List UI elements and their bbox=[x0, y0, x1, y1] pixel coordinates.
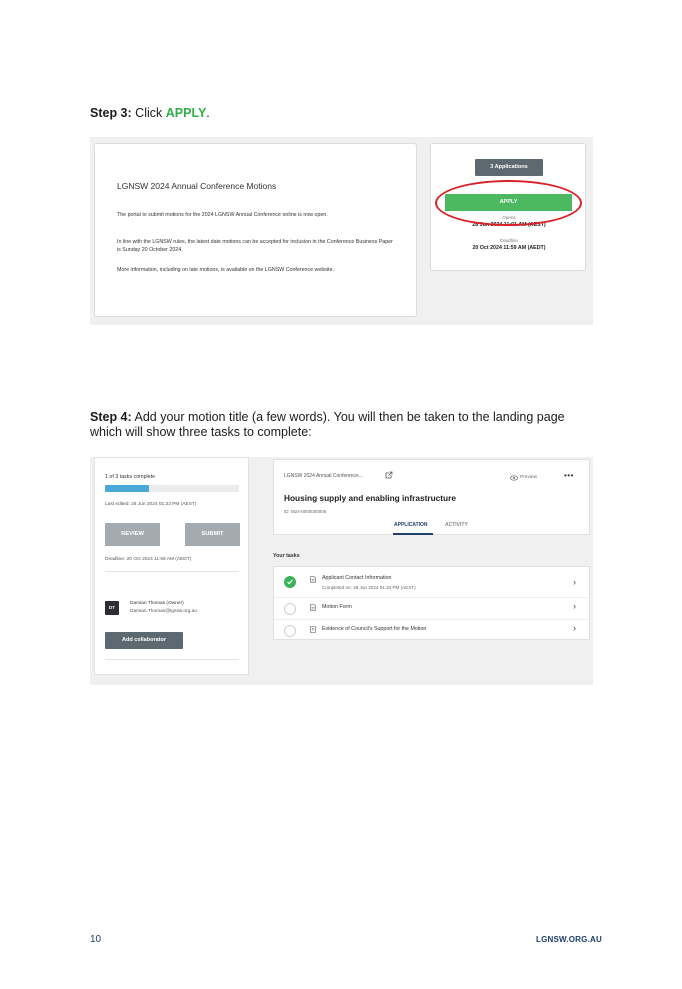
more-options-icon[interactable]: ••• bbox=[564, 471, 574, 480]
chevron-right-icon: › bbox=[573, 623, 576, 633]
progress-bar bbox=[105, 485, 239, 492]
chevron-right-icon: › bbox=[573, 577, 576, 587]
task-completed-date: Completed on: 28 Jun 2024 01:33 PM (AEST… bbox=[322, 585, 416, 590]
upload-document-icon bbox=[310, 626, 316, 633]
task-label: Evidence of Council's Support for the Mo… bbox=[322, 626, 427, 632]
step-3-heading: Step 3: Click APPLY. bbox=[90, 106, 210, 121]
step-4-text: Add your motion title (a few words). You… bbox=[90, 410, 565, 439]
task-divider bbox=[274, 597, 591, 598]
preview-link[interactable]: Preview bbox=[520, 475, 538, 480]
info-paragraph-1: The portal to submit motions for the 202… bbox=[117, 212, 328, 218]
add-collaborator-button[interactable]: Add collaborator bbox=[105, 632, 183, 649]
owner-name: Damian Thomas (Owner) bbox=[130, 601, 184, 606]
motion-id: ID: M24-0000000006 bbox=[284, 509, 327, 514]
chevron-right-icon: › bbox=[573, 601, 576, 611]
conference-info-card: LGNSW 2024 Annual Conference Motions The… bbox=[94, 143, 417, 317]
card-title: LGNSW 2024 Annual Conference Motions bbox=[117, 181, 277, 191]
breadcrumb[interactable]: LGNSW 2024 Annual Conference... bbox=[284, 473, 363, 479]
landing-page-screenshot: 1 of 3 tasks complete Last edited: 28 Ju… bbox=[90, 457, 593, 685]
deadline-value: 20 Oct 2024 11:59 AM (AEDT) bbox=[472, 245, 546, 251]
task-row[interactable]: Evidence of Council's Support for the Mo… bbox=[274, 620, 591, 640]
task-label: Applicant Contact Information bbox=[322, 575, 392, 581]
progress-fill bbox=[105, 485, 150, 492]
step-4-label: Step 4: bbox=[90, 410, 132, 424]
page-number: 10 bbox=[90, 934, 102, 945]
task-divider bbox=[274, 619, 591, 620]
document-icon bbox=[310, 576, 316, 583]
task-label: Motion Form bbox=[322, 604, 352, 610]
submit-button[interactable]: SUBMIT bbox=[185, 523, 240, 546]
owner-email: Damian.Thomas@lgnsw.org.au bbox=[130, 609, 197, 614]
your-tasks-heading: Your tasks bbox=[273, 553, 300, 559]
deadline-label: Deadline bbox=[500, 238, 518, 243]
step-3-label: Step 3: bbox=[90, 106, 132, 120]
step-4-heading: Step 4: Add your motion title (a few wor… bbox=[90, 410, 590, 440]
review-button[interactable]: REVIEW bbox=[105, 523, 160, 546]
sidebar-deadline: Deadline: 20 Oct 2024 11:59 AM (AEDT) bbox=[105, 557, 192, 562]
incomplete-circle-icon bbox=[284, 625, 296, 637]
avatar: DT bbox=[105, 601, 119, 615]
last-edited-text: Last edited: 28 Jun 2024 01:33 PM (AEST) bbox=[105, 502, 197, 507]
highlight-ring bbox=[435, 180, 582, 226]
website-url[interactable]: LGNSW.ORG.AU bbox=[536, 935, 602, 944]
step-3-period: . bbox=[206, 106, 210, 120]
eye-icon bbox=[510, 475, 518, 481]
step-3-text: Click bbox=[135, 106, 163, 120]
tab-application[interactable]: APPLICATION bbox=[394, 522, 428, 528]
sidebar-divider bbox=[105, 659, 239, 660]
application-header-card: LGNSW 2024 Annual Conference... Preview … bbox=[273, 459, 590, 535]
info-paragraph-2: In line with the LGNSW rules, the latest… bbox=[117, 239, 393, 253]
active-tab-indicator bbox=[393, 533, 433, 535]
motion-title: Housing supply and enabling infrastructu… bbox=[284, 493, 456, 503]
tab-activity[interactable]: ACTIVITY bbox=[445, 522, 468, 528]
check-icon bbox=[284, 576, 296, 588]
step-3-apply-highlight: APPLY bbox=[165, 106, 207, 120]
sidebar-divider bbox=[105, 571, 239, 572]
task-row[interactable]: Motion Form › bbox=[274, 598, 591, 618]
application-sidebar: 1 of 3 tasks complete Last edited: 28 Ju… bbox=[94, 457, 249, 675]
task-row[interactable]: Applicant Contact Information Completed … bbox=[274, 567, 591, 594]
info-paragraph-3: More information, including on late moti… bbox=[117, 267, 334, 273]
applications-button[interactable]: 3 Applications bbox=[475, 159, 543, 176]
external-link-icon[interactable] bbox=[385, 471, 393, 479]
incomplete-circle-icon bbox=[284, 603, 296, 615]
tasks-list: Applicant Contact Information Completed … bbox=[273, 566, 591, 640]
apply-screenshot: LGNSW 2024 Annual Conference Motions The… bbox=[90, 137, 593, 325]
tasks-complete-text: 1 of 3 tasks complete bbox=[105, 474, 156, 480]
document-icon bbox=[310, 604, 316, 611]
